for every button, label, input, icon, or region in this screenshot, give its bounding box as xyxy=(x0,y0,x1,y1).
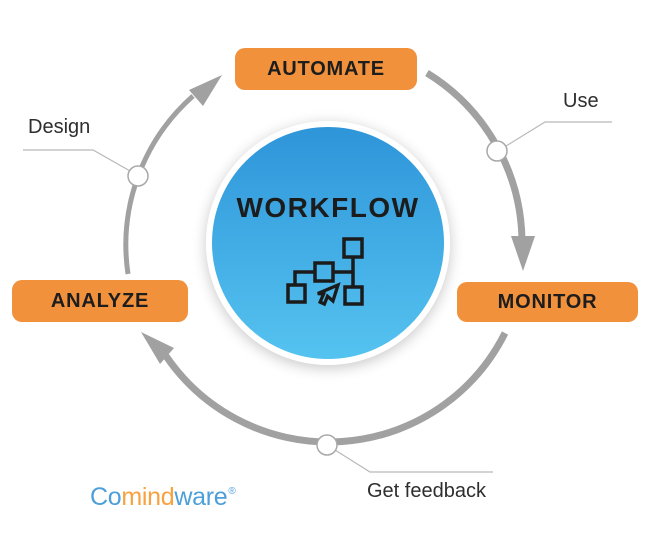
flowchart-square-top-right xyxy=(342,237,364,259)
monitor-button[interactable]: MONITOR xyxy=(457,282,638,322)
get-feedback-label: Get feedback xyxy=(367,480,486,502)
workflow-title: WORKFLOW xyxy=(236,192,420,223)
flowchart-square-bottom-left xyxy=(286,283,307,304)
node-use xyxy=(486,140,508,162)
arrowhead-to-monitor-icon xyxy=(511,236,535,271)
workflow-center-circle xyxy=(206,121,450,365)
logo-part-ware: ware xyxy=(174,483,228,511)
callout-line-get-feedback xyxy=(334,449,493,473)
flowchart-square-middle xyxy=(313,261,335,283)
use-label: Use xyxy=(563,90,599,112)
logo-part-mind: mind xyxy=(121,483,175,511)
logo-part-co: Co xyxy=(90,483,122,511)
callout-line-use xyxy=(505,121,612,147)
cursor-icon xyxy=(317,282,341,307)
design-label: Design xyxy=(28,116,91,138)
automate-button[interactable]: AUTOMATE xyxy=(235,48,417,90)
flowchart-square-bottom-right xyxy=(343,285,364,306)
arrowhead-to-automate-icon xyxy=(189,75,222,106)
arrowhead-to-analyze-icon xyxy=(141,332,174,364)
node-design xyxy=(127,165,149,187)
arc-monitor-to-analyze xyxy=(163,331,509,446)
registered-trademark-icon: ® xyxy=(228,486,236,497)
comindware-logo: Comindware® xyxy=(90,483,236,512)
node-get-feedback xyxy=(316,434,338,456)
analyze-button[interactable]: ANALYZE xyxy=(12,280,188,322)
workflow-flowchart-icon xyxy=(286,237,364,307)
callout-line-design xyxy=(23,149,131,172)
flowchart-connector-left xyxy=(293,270,315,285)
